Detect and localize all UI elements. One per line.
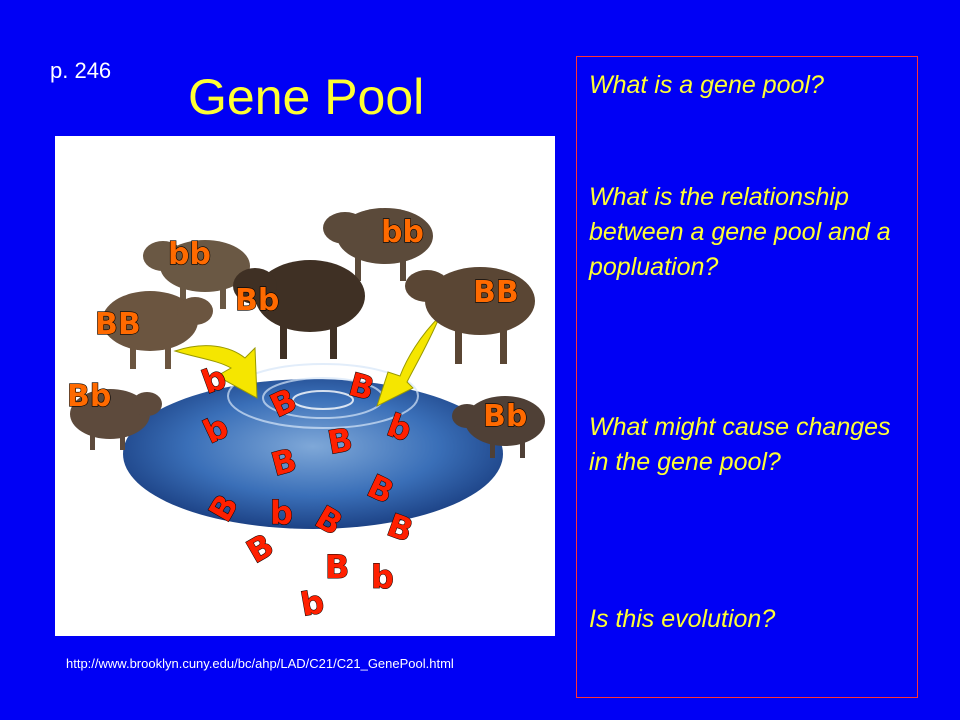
- genotype-label: bb: [381, 215, 424, 250]
- boar-upper-left: [143, 240, 250, 309]
- boar-left: [102, 291, 213, 369]
- boar-right: [405, 267, 535, 364]
- genotype-label: Bb: [235, 283, 279, 318]
- allele-letter: b: [298, 582, 327, 623]
- pond: [123, 379, 503, 529]
- boar-center: [233, 260, 365, 359]
- allele-letter: B: [325, 548, 349, 586]
- pond-ripple: [292, 390, 354, 410]
- allele-letter: b: [371, 558, 394, 596]
- piglet-right: [452, 396, 545, 458]
- source-url: http://www.brooklyn.cuny.edu/bc/ahp/LAD/…: [66, 656, 454, 671]
- allele-letter: b: [270, 494, 293, 532]
- page-reference: p. 246: [50, 58, 112, 83]
- genotype-label: BB: [95, 307, 141, 342]
- gene-pool-svg: bb bb BB Bb BB Bb Bb b B B b b B B B B b…: [66, 208, 545, 624]
- question-1: What is a gene pool?: [589, 71, 824, 99]
- slide-title: Gene Pool: [188, 69, 425, 125]
- question-2: What is the relationship between a gene …: [589, 183, 891, 281]
- arrow-right: [376, 315, 441, 407]
- allele-letter: B: [240, 526, 280, 571]
- question-4: Is this evolution?: [589, 605, 776, 633]
- genotype-label: Bb: [67, 379, 111, 414]
- gene-pool-illustration: bb bb BB Bb BB Bb Bb b B B b b B B B B b…: [55, 136, 555, 636]
- genotype-label: bb: [168, 237, 211, 272]
- pond-ripple: [227, 363, 419, 429]
- arrow-left: [173, 345, 258, 399]
- genotype-label: BB: [473, 275, 519, 310]
- allele-letter: B: [325, 420, 356, 462]
- question-3: What might cause changes in the gene poo…: [589, 413, 891, 476]
- piglet-left: [70, 389, 162, 450]
- questions-box: What is a gene pool? What is the relatio…: [576, 56, 918, 698]
- boar-top-right: [323, 208, 433, 281]
- genotype-label: Bb: [483, 399, 527, 434]
